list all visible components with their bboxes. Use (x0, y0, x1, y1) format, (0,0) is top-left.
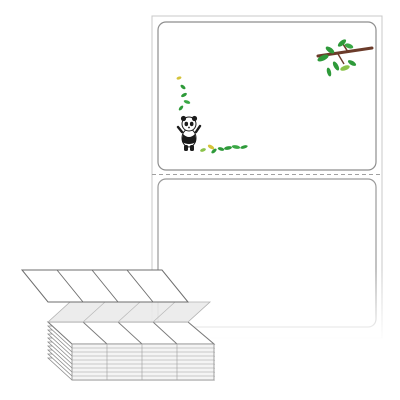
fanfold-stack-icon (20, 269, 216, 381)
stack-front-edge (71, 343, 215, 381)
stack-fold (46, 301, 212, 323)
branch-with-leaves-icon (316, 39, 374, 77)
panda-icon (176, 115, 202, 151)
ground-leaves-icon (200, 144, 248, 154)
stack-unfolded-sheet (20, 269, 190, 303)
stack-top-labels (46, 321, 216, 345)
falling-leaves-icon (176, 76, 191, 111)
